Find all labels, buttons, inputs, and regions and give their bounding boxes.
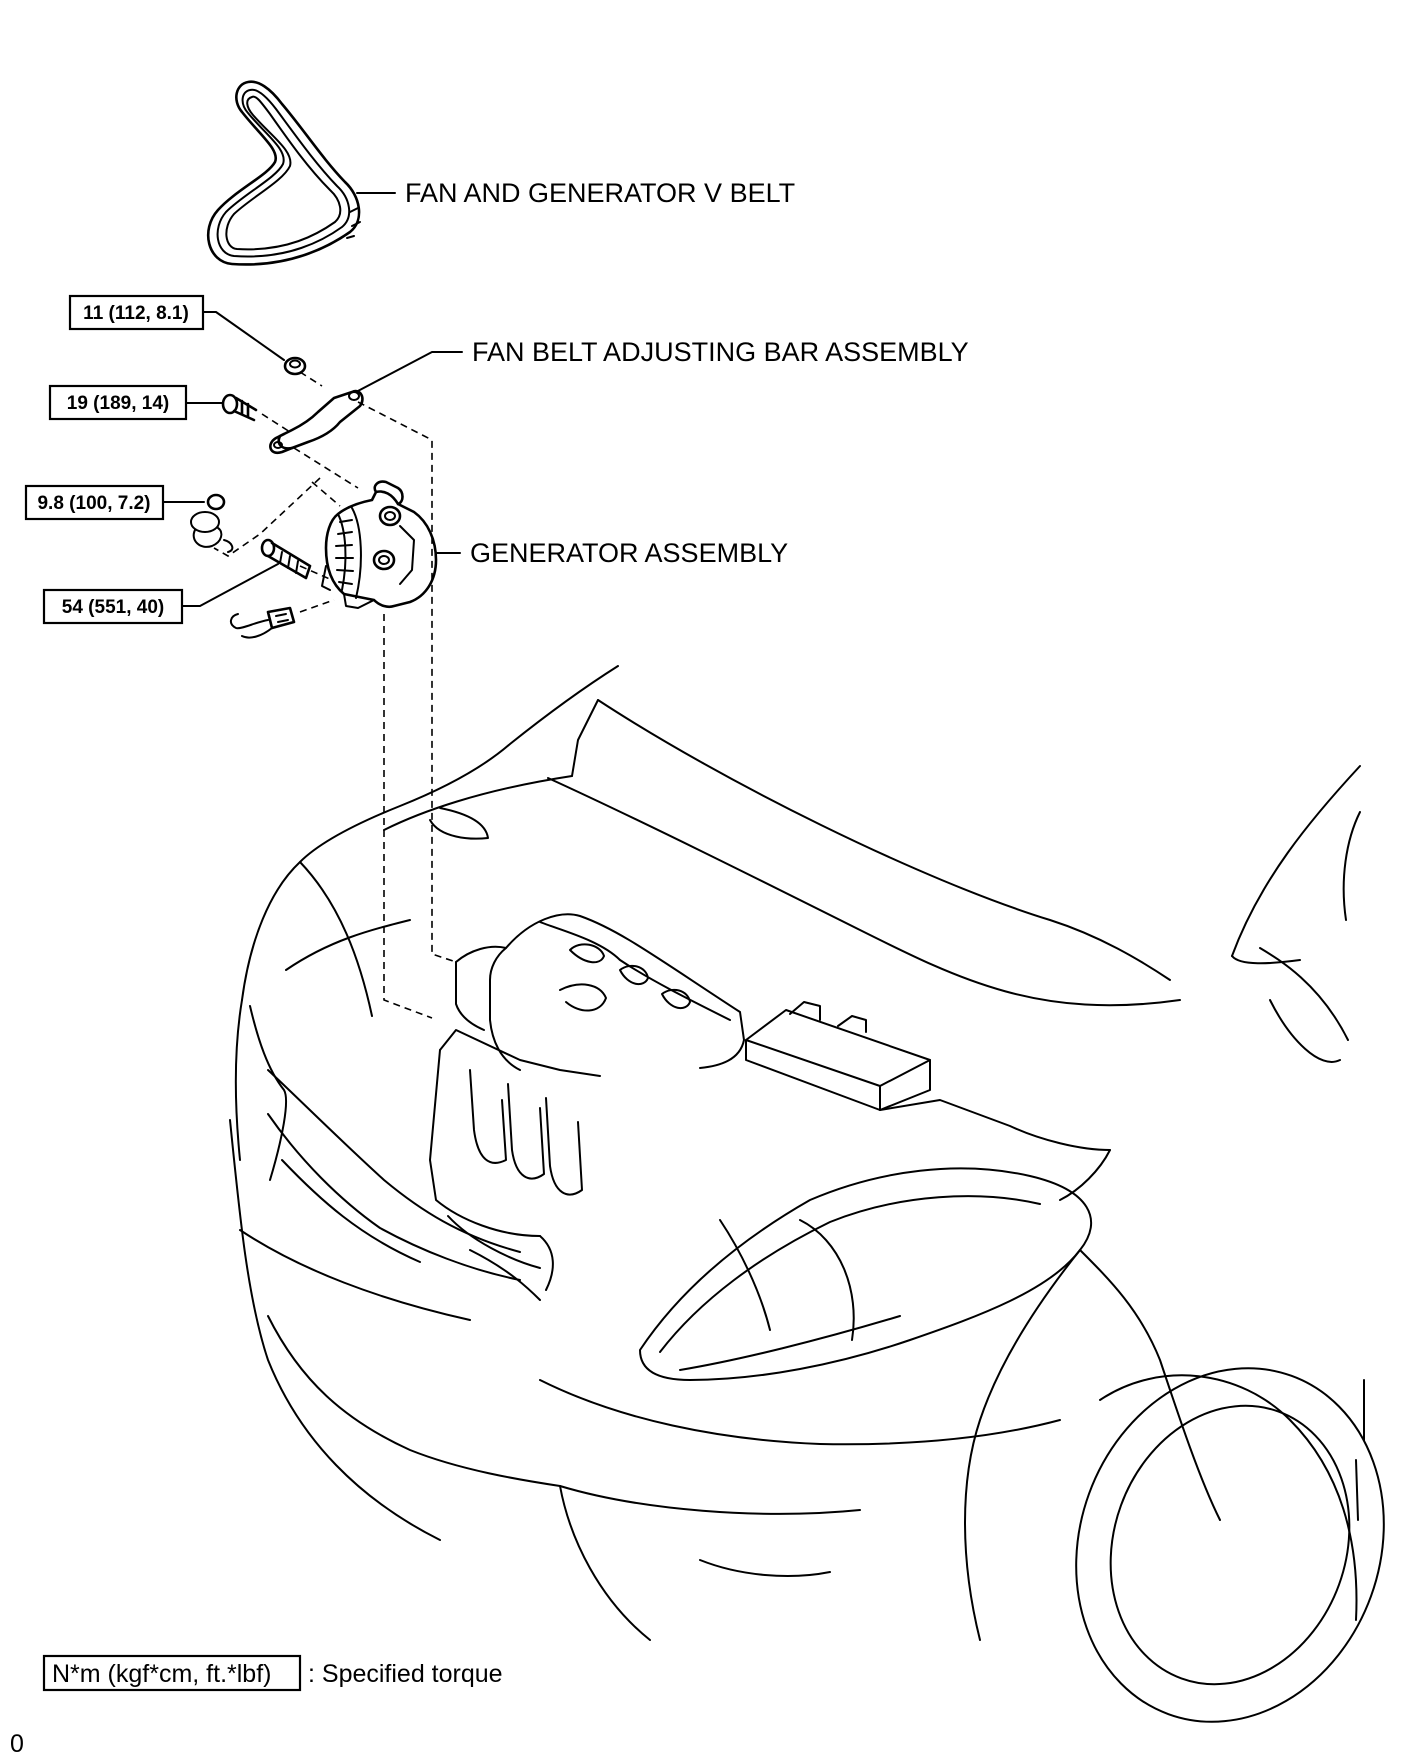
vehicle-front-drawing xyxy=(229,665,1385,1723)
torque-spec-9-8-text: 9.8 (100, 7.2) xyxy=(37,493,150,514)
torque-spec-11: 11 (112, 8.1) xyxy=(68,294,285,361)
torque-legend: N*m (kgf*cm, ft.*lbf) : Specified torque xyxy=(42,1654,503,1692)
torque-spec-19-text: 19 (189, 14) xyxy=(67,393,169,414)
torque-spec-54: 54 (551, 40) xyxy=(42,563,279,625)
v-belt-drawing xyxy=(206,80,396,266)
corner-mark: 0 xyxy=(10,1730,24,1758)
adjusting-bar-label: FAN BELT ADJUSTING BAR ASSEMBLY xyxy=(472,337,969,367)
torque-spec-19: 19 (189, 14) xyxy=(48,384,223,421)
torque-spec-9-8: 9.8 (100, 7.2) xyxy=(24,484,205,521)
belt-label: FAN AND GENERATOR V BELT xyxy=(405,178,795,208)
generator-drawing xyxy=(190,480,461,639)
generator-label: GENERATOR ASSEMBLY xyxy=(470,538,788,568)
adjusting-bar-drawing xyxy=(221,351,463,455)
installation-guide-lines xyxy=(213,371,457,1019)
torque-spec-11-text: 11 (112, 8.1) xyxy=(83,303,189,324)
torque-spec-54-text: 54 (551, 40) xyxy=(62,597,164,618)
legend-description: : Specified torque xyxy=(308,1660,503,1688)
legend-key: N*m (kgf*cm, ft.*lbf) xyxy=(52,1660,271,1688)
